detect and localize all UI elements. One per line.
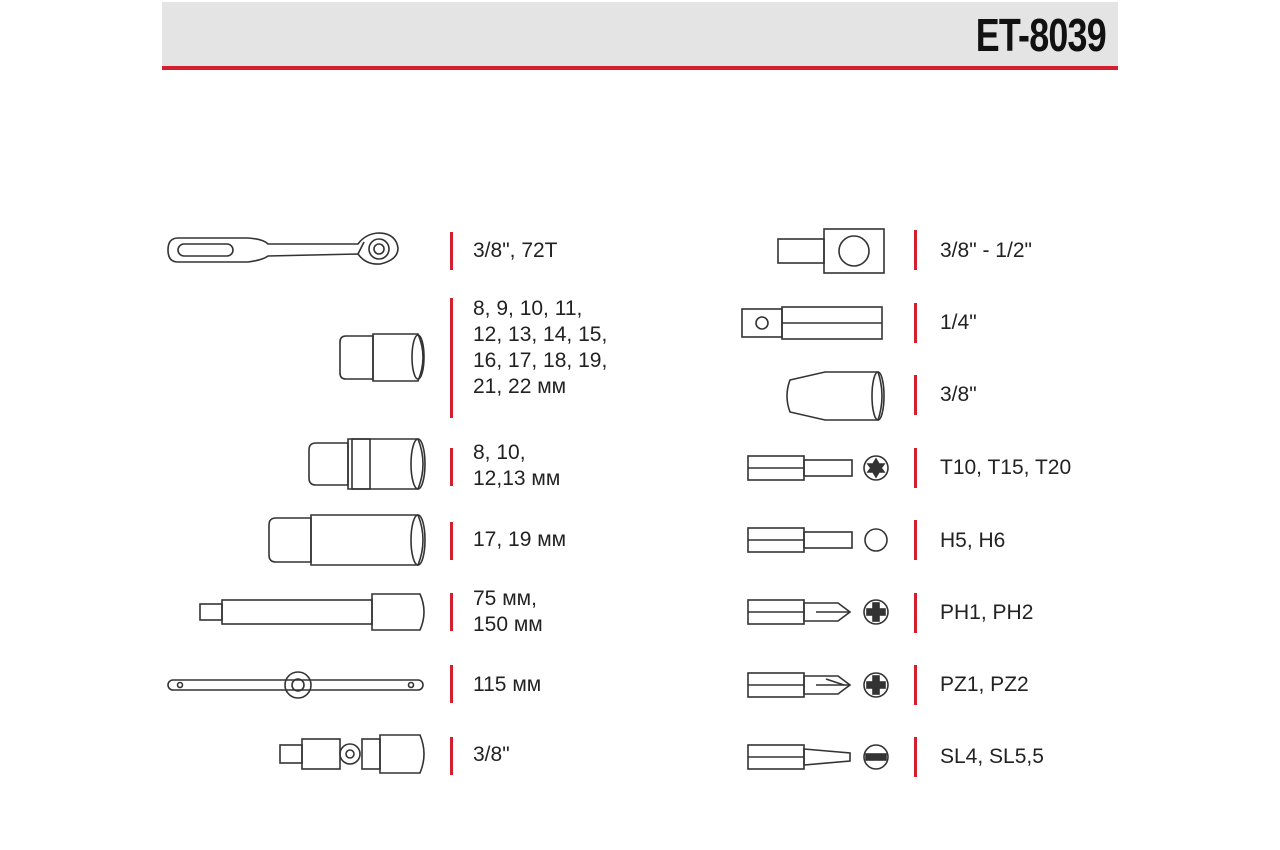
divider-bar: [914, 520, 917, 560]
item-label: 1/4": [940, 311, 977, 334]
pozidriv-bit-icon: [747, 672, 889, 698]
item-label: PH1, PH2: [940, 601, 1034, 624]
divider-bar: [914, 230, 917, 270]
item-label: 75 мм, 150 мм: [473, 587, 543, 636]
item-label: 3/8": [473, 743, 510, 766]
item-label: 8, 10, 12,13 мм: [473, 441, 561, 490]
divider-bar: [450, 593, 453, 631]
divider-bar: [450, 298, 453, 418]
item-label: 3/8": [940, 383, 977, 406]
hex-bit-icon: [747, 527, 888, 553]
torx-bit-icon: [747, 455, 889, 481]
divider-bar: [914, 737, 917, 777]
item-label: 3/8", 72T: [473, 239, 558, 262]
divider-bar: [914, 448, 917, 488]
medium-socket-icon: [308, 438, 426, 490]
item-label: 8, 9, 10, 11, 12, 13, 14, 15, 16, 17, 18…: [473, 297, 608, 398]
deep-socket-icon: [268, 514, 426, 566]
item-label: 17, 19 мм: [473, 528, 567, 551]
socket-icon: [339, 333, 425, 382]
header-divider: [162, 66, 1118, 70]
item-label: T10, T15, T20: [940, 456, 1072, 479]
divider-bar: [914, 665, 917, 705]
universal-joint-icon: [279, 734, 425, 774]
bit-holder-socket-icon: [786, 371, 885, 421]
phillips-bit-icon: [747, 599, 889, 625]
ratchet-icon: [167, 232, 399, 265]
divider-bar: [914, 303, 917, 343]
model-number: ET-8039: [975, 9, 1107, 61]
slotted-bit-icon: [747, 744, 889, 770]
divider-bar: [450, 232, 453, 270]
divider-bar: [450, 522, 453, 560]
divider-bar: [914, 593, 917, 633]
item-label: H5, H6: [940, 529, 1006, 552]
divider-bar: [450, 665, 453, 703]
item-label: PZ1, PZ2: [940, 673, 1029, 696]
item-label: 3/8" - 1/2": [940, 239, 1032, 262]
divider-bar: [450, 448, 453, 486]
divider-bar: [914, 375, 917, 415]
item-label: 115 мм: [473, 673, 542, 696]
item-label: SL4, SL5,5: [940, 745, 1044, 768]
t-handle-bar-icon: [167, 671, 424, 699]
bit-adapter-icon: [741, 306, 883, 340]
extension-bar-icon: [199, 593, 425, 631]
adapter-icon: [777, 228, 885, 274]
header-band: ET-8039: [162, 2, 1118, 66]
divider-bar: [450, 737, 453, 775]
